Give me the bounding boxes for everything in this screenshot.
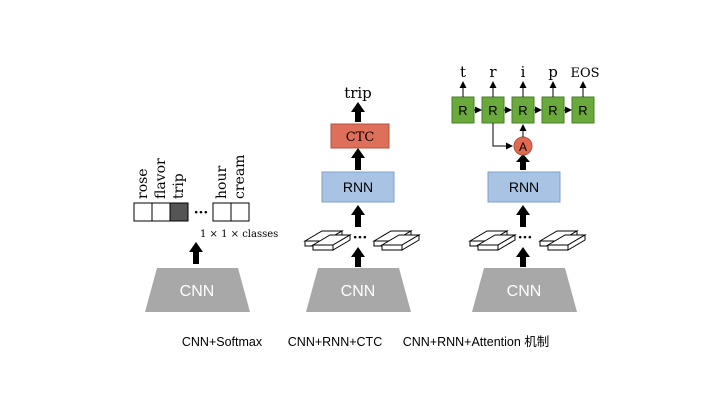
class-word: cream [232,155,248,199]
up-arrow [351,102,365,122]
class-cell [212,202,232,222]
ellipsis: ··· [518,230,533,246]
feature-columns-right [538,230,587,251]
ctc-block [330,123,390,149]
class-cell [230,202,250,222]
feature-columns-left [303,230,352,251]
cnn-label: CNN [341,283,376,300]
cnn-block [472,268,577,312]
ctc-output: trip [344,84,372,102]
decoder-row: R R R R R [451,81,595,124]
class-cell [151,202,171,222]
caption-cnn-rnn-ctc: CNN+RNN+CTC [288,335,382,349]
size-label: 1 × 1 × classes [200,229,278,240]
panel-cnn-rnn-ctc: CNN ··· RNN CTC tr [288,84,421,349]
cnn-block [306,268,411,312]
up-arrow [189,242,203,264]
up-arrow [351,205,365,227]
rnn-label: RNN [343,179,373,195]
attention-label: A [519,140,527,154]
caption-cnn-softmax: CNN+Softmax [182,335,263,349]
output-char: i [521,63,526,81]
caption-cnn-rnn-attention: CNN+RNN+Attention 机制 [403,335,550,349]
class-word: flavor [153,158,169,199]
feature-columns-right [372,230,421,251]
rnn-block [487,171,561,203]
panel-cnn-rnn-attention: CNN ··· RNN A [403,63,600,349]
class-word: rose [135,168,151,199]
up-arrow [351,247,365,267]
r-label: R [458,103,467,118]
ellipsis: ··· [353,230,368,246]
r-label: R [578,103,587,118]
up-arrow [351,148,365,170]
up-arrow [516,205,530,227]
class-word: hour [214,166,230,199]
class-cell-selected [169,202,189,222]
r-label: R [548,103,557,118]
rnn-block [321,171,395,203]
ellipsis: ··· [194,205,209,221]
feature-columns-left [468,230,517,251]
output-char: EOS [570,66,599,81]
output-char: r [489,63,497,81]
r-label: R [518,103,527,118]
ctc-label: CTC [346,130,375,145]
up-arrow [516,154,530,170]
cnn-label: CNN [507,283,542,300]
class-cell [133,202,153,222]
class-word: trip [171,173,187,199]
r-label: R [488,103,497,118]
r-to-attention [492,123,513,150]
cnn-label: CNN [180,283,215,300]
output-char: t [460,63,466,81]
up-arrow [516,247,530,267]
rnn-label: RNN [509,179,539,195]
panel-cnn-softmax: CNN ··· rose flavor trip hour cream 1 × … [133,155,278,349]
output-char: p [548,63,558,81]
class-vector: ··· [133,202,250,222]
cnn-block [145,268,250,312]
